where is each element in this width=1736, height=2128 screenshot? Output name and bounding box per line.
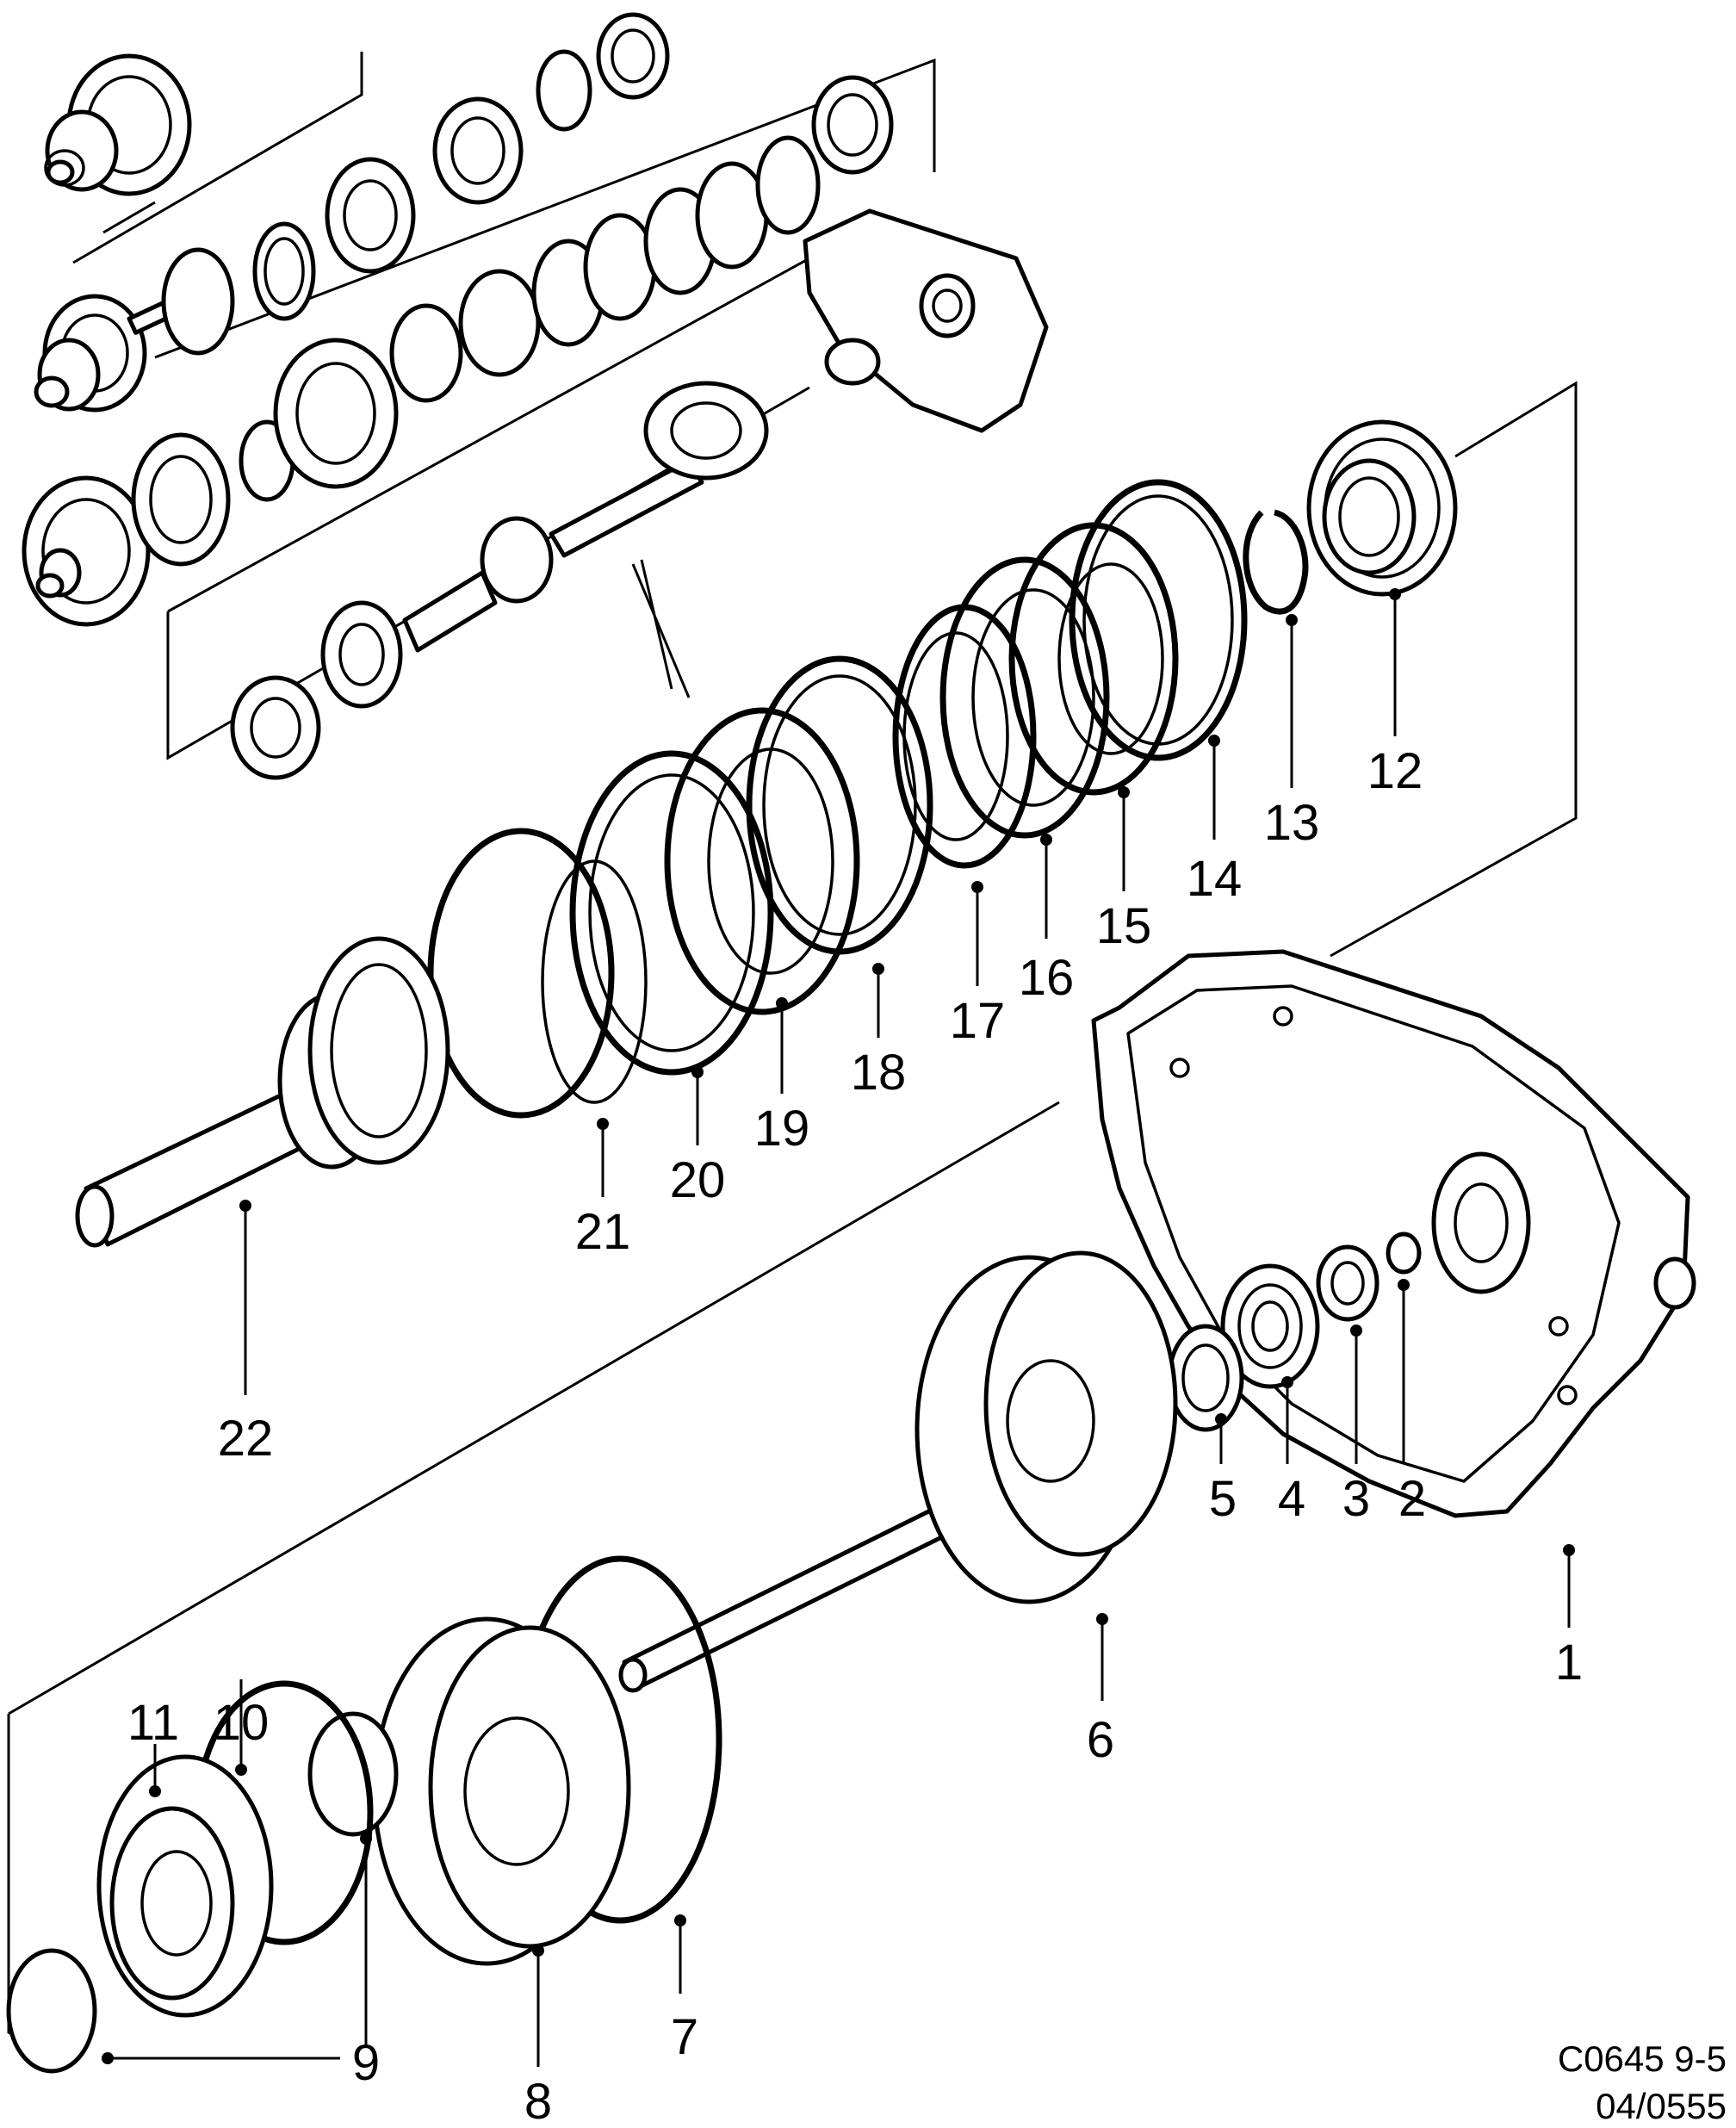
label-14: 14 (1187, 851, 1243, 907)
reference-date: 04/0555 (1596, 2086, 1727, 2126)
label-5: 5 (1209, 1471, 1237, 1527)
clutch-plate-16 (939, 556, 1110, 839)
clutch-plate-19 (664, 707, 860, 1015)
snap-ring-upper-c (536, 49, 592, 132)
seal-ring-lower (6, 1948, 97, 2074)
bearing-upper-b (811, 75, 894, 175)
seal-2 (1386, 1232, 1422, 1275)
planet-carrier-part (22, 475, 151, 627)
lower-row-parts (230, 381, 769, 780)
part-number-labels: 1 2 3 4 5 6 7 8 9 10 11 12 13 14 15 16 1… (127, 743, 1583, 2128)
label-22: 22 (218, 1411, 274, 1467)
gear-middle-c (389, 303, 463, 403)
clutch-plate-20 (569, 750, 774, 1076)
seal-ring-9 (307, 1711, 399, 1837)
washer-3 (1316, 1244, 1380, 1322)
differential-carrier-part (44, 53, 192, 196)
label-15: 15 (1096, 898, 1152, 954)
gear-middle-a (131, 432, 231, 567)
clutch-drum-6 (618, 1250, 1178, 1693)
input-shaft-22 (75, 936, 450, 1248)
label-1: 1 (1555, 1635, 1583, 1691)
label-7: 7 (671, 2009, 698, 2065)
upper-subassembly (22, 12, 1049, 780)
clutch-hub-upper (432, 96, 524, 205)
label-13: 13 (1264, 795, 1320, 851)
label-18: 18 (851, 1045, 907, 1101)
snap-ring-upper-a (161, 247, 235, 356)
reference-code: C0645 9-5 (1558, 2038, 1727, 2079)
clutch-plate-18 (746, 655, 933, 955)
gear-cluster-part (34, 294, 185, 413)
label-11: 11 (127, 1695, 179, 1751)
plate-middle-c (583, 213, 657, 321)
label-20: 20 (670, 1152, 726, 1208)
plate-middle-f (755, 135, 821, 235)
label-9: 9 (352, 2035, 380, 2091)
bearing-4 (1220, 1263, 1320, 1389)
label-6: 6 (1087, 1712, 1114, 1768)
snap-ring-21 (427, 828, 648, 1119)
label-16: 16 (1019, 950, 1075, 1006)
label-3: 3 (1342, 1471, 1370, 1527)
label-12: 12 (1367, 743, 1423, 799)
plate-middle-a (458, 269, 541, 377)
label-4: 4 (1278, 1471, 1305, 1527)
clutch-drum-upper (325, 157, 416, 274)
label-21: 21 (575, 1204, 631, 1260)
piston-housing-8 (372, 1616, 631, 1966)
transmission-housing-1 (1091, 949, 1696, 1518)
bearing-upper-a (596, 12, 670, 100)
label-17: 17 (950, 993, 1006, 1049)
clutch-plate-15 (1008, 522, 1179, 796)
label-10: 10 (214, 1695, 270, 1751)
label-leaders (102, 588, 1575, 2067)
cover-housing-upper (803, 208, 1049, 433)
snap-ring-13 (1243, 509, 1309, 615)
label-2: 2 (1398, 1471, 1426, 1527)
gear-middle-b (273, 338, 399, 489)
bearing-12 (1306, 419, 1458, 597)
reference-block: C0645 9-5 04/0555 (1558, 2038, 1727, 2126)
label-19: 19 (754, 1101, 810, 1157)
seal-5 (1167, 1324, 1244, 1432)
assembly-frame-lines (7, 52, 1578, 2069)
label-8: 8 (524, 2074, 552, 2128)
piston-11 (96, 1754, 274, 2018)
